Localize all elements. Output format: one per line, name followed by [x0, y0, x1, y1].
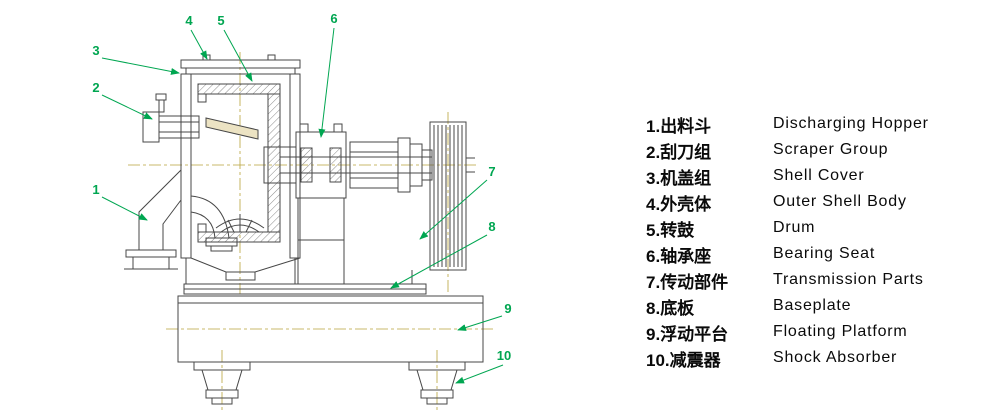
- legend-en-label: Shock Absorber: [773, 349, 898, 366]
- legend-item-7: 7.传动部件 Transmission Parts: [646, 267, 929, 293]
- shock-absorber-left: [193, 361, 251, 405]
- legend-item-2: 2.刮刀组 Scraper Group: [646, 137, 929, 163]
- callout-3: 3: [92, 43, 180, 75]
- scraper-group: [142, 93, 259, 143]
- transmission-parts: [280, 121, 475, 284]
- shock-absorber-right: [408, 361, 466, 405]
- callout-label-7: 7: [488, 164, 495, 179]
- shell-cover: [180, 54, 301, 75]
- callout-2: 2: [92, 80, 153, 120]
- callout-7: 7: [419, 164, 496, 240]
- legend-number: 1.: [646, 116, 661, 136]
- baseplate: [183, 283, 427, 295]
- legend-item-1: 1.出料斗 Discharging Hopper: [646, 111, 929, 137]
- legend-zh-label: 机盖组: [660, 168, 712, 188]
- callout-label-1: 1: [92, 182, 99, 197]
- legend-en-label: Bearing Seat: [773, 245, 876, 262]
- legend-en-label: Discharging Hopper: [773, 115, 929, 132]
- legend-zh-label: 轴承座: [660, 246, 712, 266]
- legend-zh-label: 外壳体: [660, 194, 712, 214]
- legend-number: 5.: [646, 220, 661, 240]
- legend-en-label: Floating Platform: [773, 323, 908, 340]
- drum: [197, 83, 297, 243]
- callout-label-3: 3: [92, 43, 99, 58]
- legend-zh-label: 浮动平台: [660, 324, 729, 344]
- callout-4: 4: [185, 13, 208, 60]
- legend-item-9: 9.浮动平台 Floating Platform: [646, 319, 929, 345]
- legend-en-label: Outer Shell Body: [773, 193, 907, 210]
- callout-8: 8: [390, 219, 496, 289]
- legend-number: 10.: [646, 350, 670, 370]
- discharging-hopper: [124, 169, 182, 270]
- callout-label-2: 2: [92, 80, 99, 95]
- legend-en-label: Drum: [773, 219, 816, 236]
- legend-item-5: 5.转鼓 Drum: [646, 215, 929, 241]
- callout-label-4: 4: [185, 13, 193, 28]
- callout-label-8: 8: [488, 219, 495, 234]
- legend-zh-label: 出料斗: [660, 116, 712, 136]
- legend-number: 8.: [646, 298, 661, 318]
- legend-number: 2.: [646, 142, 661, 162]
- floating-platform: [177, 295, 484, 363]
- callout-5: 5: [217, 13, 253, 82]
- legend-item-3: 3.机盖组 Shell Cover: [646, 163, 929, 189]
- legend-zh-label: 底板: [660, 298, 695, 318]
- callout-label-6: 6: [330, 11, 337, 26]
- legend-item-8: 8.底板 Baseplate: [646, 293, 929, 319]
- legend-en-label: Baseplate: [773, 297, 852, 314]
- legend-number: 9.: [646, 324, 661, 344]
- legend-zh-label: 刮刀组: [660, 142, 712, 162]
- legend-item-6: 6.轴承座 Bearing Seat: [646, 241, 929, 267]
- legend-number: 7.: [646, 272, 661, 292]
- legend-number: 6.: [646, 246, 661, 266]
- centerlines: [128, 52, 494, 412]
- elbow-pipe: [190, 195, 238, 252]
- legend-number: 4.: [646, 194, 661, 214]
- legend-en-label: Scraper Group: [773, 141, 889, 158]
- parts-legend: 1.出料斗 Discharging Hopper 2.刮刀组 Scraper G…: [646, 111, 929, 371]
- callout-label-5: 5: [217, 13, 224, 28]
- legend-en-label: Transmission Parts: [773, 271, 924, 288]
- belt-pulley: [429, 121, 475, 271]
- legend-zh-label: 转鼓: [660, 220, 695, 240]
- callout-6: 6: [318, 11, 338, 138]
- legend-en-label: Shell Cover: [773, 167, 865, 184]
- legend-number: 3.: [646, 168, 661, 188]
- legend-item-4: 4.外壳体 Outer Shell Body: [646, 189, 929, 215]
- legend-item-10: 10.减震器 Shock Absorber: [646, 345, 929, 371]
- callout-1: 1: [92, 182, 148, 221]
- callout-label-9: 9: [504, 301, 511, 316]
- legend-zh-label: 减震器: [669, 350, 721, 370]
- callouts: 1 2 3 4 5 6 7: [92, 11, 512, 384]
- callout-9: 9: [457, 301, 512, 331]
- outer-shell-body: [180, 73, 301, 284]
- callout-10: 10: [455, 348, 511, 384]
- callout-label-10: 10: [497, 348, 511, 363]
- legend-zh-label: 传动部件: [660, 272, 729, 292]
